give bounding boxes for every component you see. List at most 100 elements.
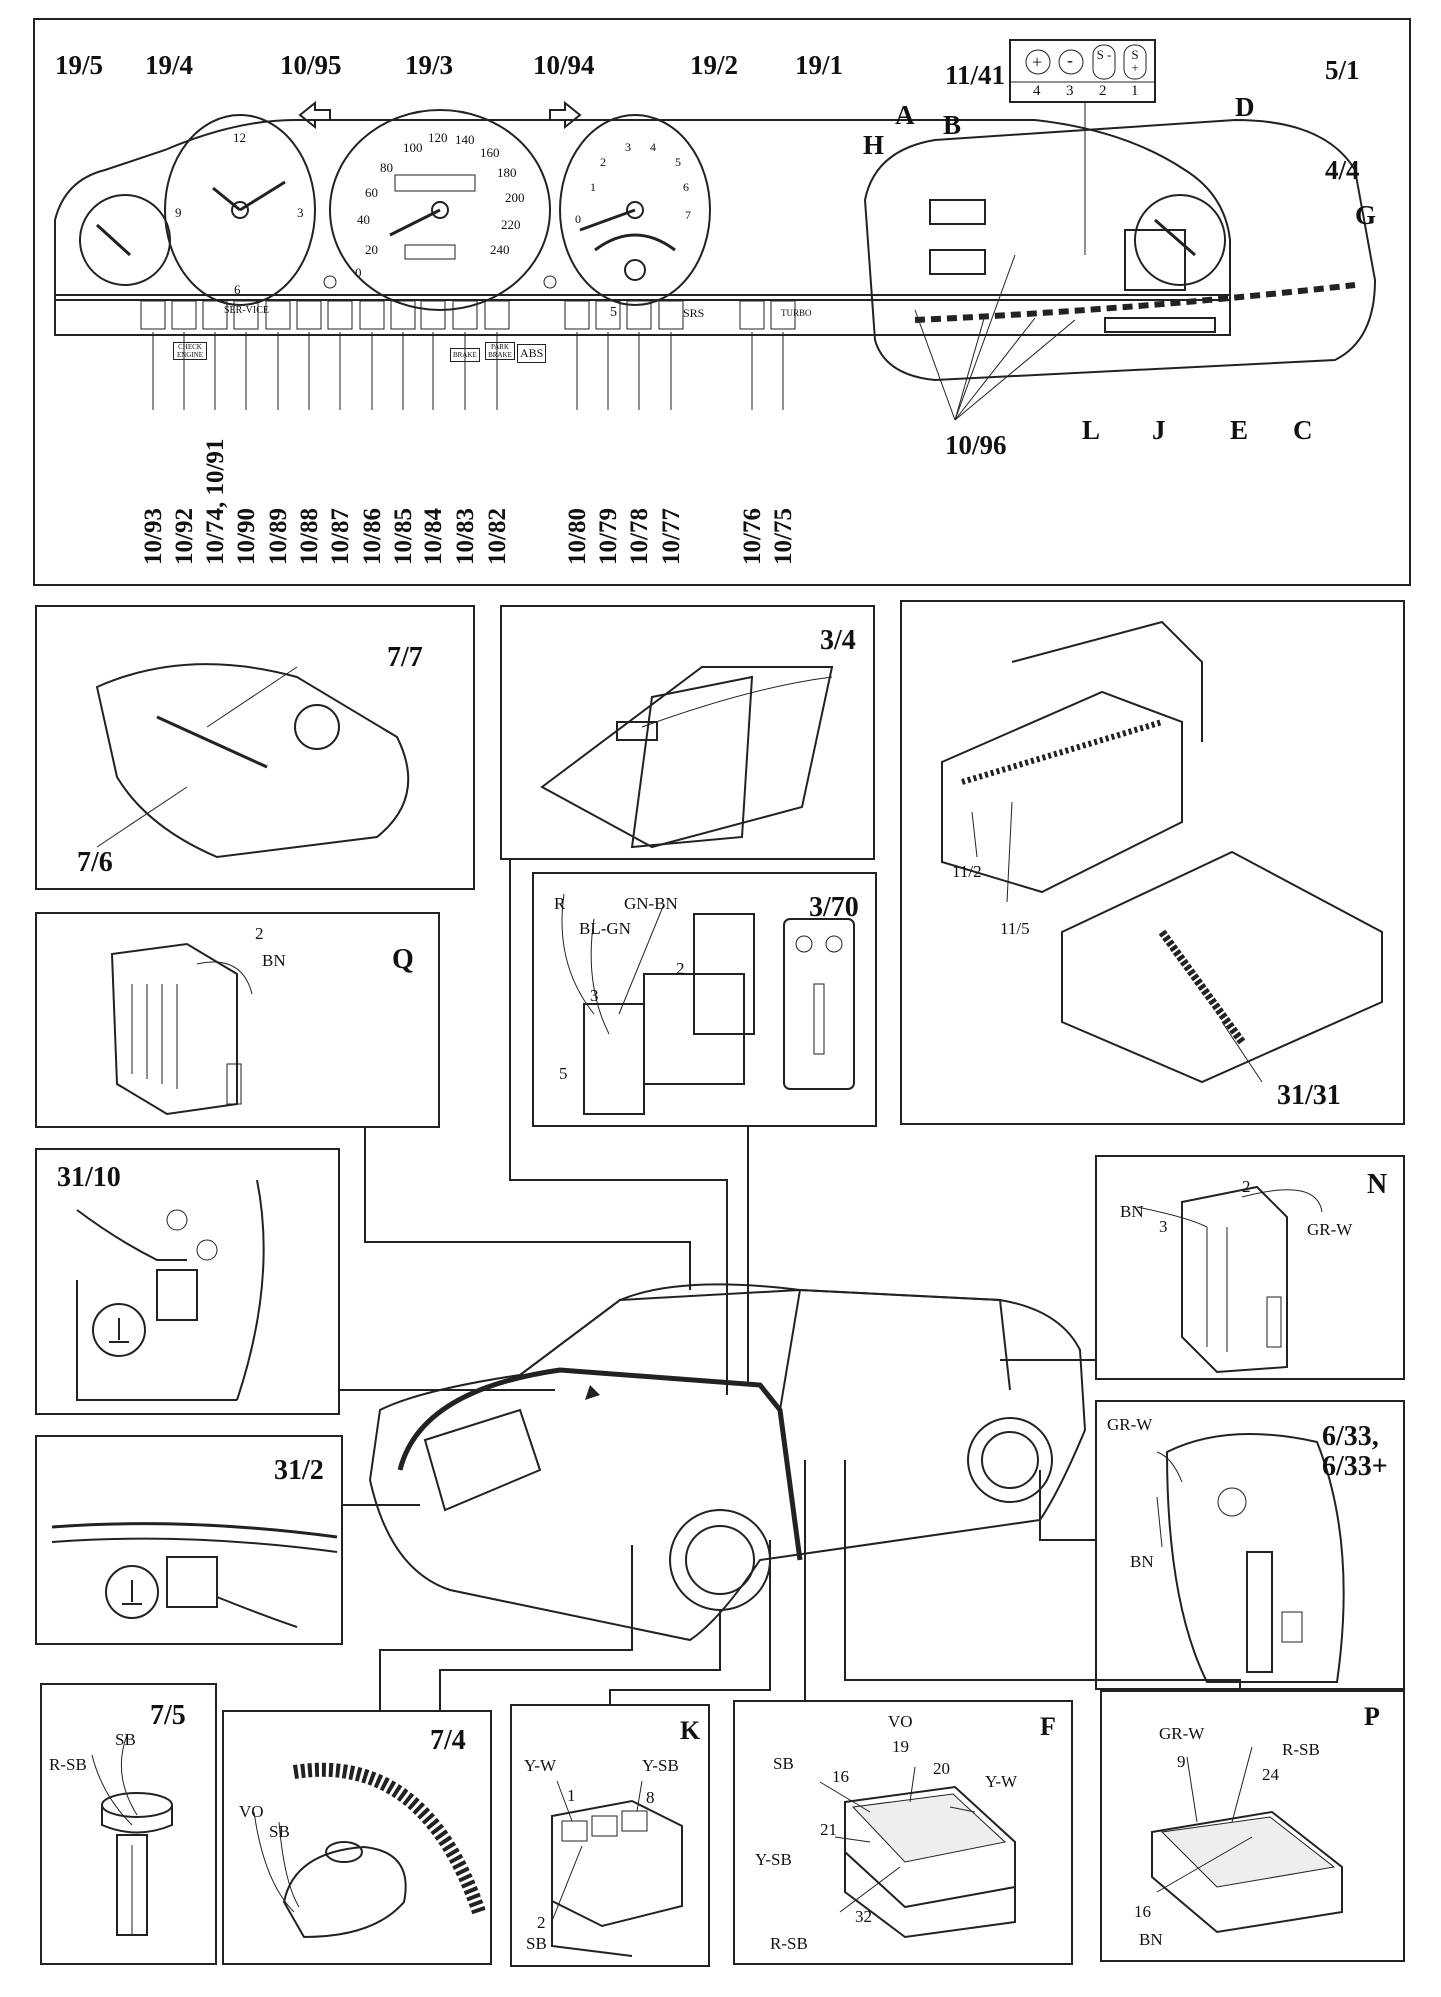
indicator-cell (770, 300, 796, 330)
gauge-tick-label: 6 (683, 180, 689, 194)
pin-19-label: 19 (892, 1737, 909, 1756)
gauge-tick-label: 6 (234, 282, 241, 297)
panel-7-6-label: 7/6 (77, 847, 113, 878)
wire-bn-label: BN (262, 951, 286, 970)
wire-y-sb-label: Y-SB (642, 1756, 679, 1775)
indicator-cell (595, 300, 621, 330)
gear-five-text: 5 (610, 305, 617, 320)
switch-minus-symbol: - (1067, 50, 1073, 70)
label-11-2: 11/2 (952, 862, 982, 881)
panel-31-10: 31/10 (35, 1148, 340, 1415)
panel-k: K Y-W Y-SB 1 8 2 SB (510, 1704, 710, 1967)
panel-7-5: 7/5 SB R-SB (40, 1683, 217, 1965)
indicator-label: 10/77 (658, 508, 685, 565)
gauge-label-19-3: 19/3 (405, 50, 454, 80)
wire-sb-label: SB (115, 1730, 136, 1749)
panel-31-31: 11/2 11/5 31/31 (900, 600, 1405, 1125)
wire-y-sb-label: Y-SB (755, 1850, 792, 1869)
indicator-label: 10/75 (770, 508, 797, 565)
switch-plus-symbol: + (1032, 52, 1043, 72)
wire-bn-label: BN (1130, 1552, 1154, 1571)
label-h: H (863, 130, 885, 160)
indicator-cell (265, 300, 291, 330)
wire-sb-label: SB (773, 1754, 794, 1773)
panel-31-2: 31/2 (35, 1435, 343, 1645)
panel-3-70: R GN-BN BL-GN 2 3 5 3/70 (532, 872, 877, 1127)
abs-icon-text: ABS (517, 344, 547, 363)
panel-n: 2 BN 3 GR-W N (1095, 1155, 1405, 1380)
indicator-cell (739, 300, 765, 330)
panel-7-7-title: 7/7 (387, 642, 423, 673)
check-engine-icon-text: CHECK ENGINE (173, 342, 207, 360)
label-l: L (1082, 415, 1101, 445)
gauge-tick-label: 180 (497, 165, 517, 180)
gauge-tick-label: 0 (355, 265, 362, 280)
wire-bn-label: BN (1139, 1930, 1163, 1949)
switch-pin-3: 3 (1066, 83, 1074, 99)
gauge-label-19-5: 19/5 (55, 50, 104, 80)
gauge-label-19-1: 19/1 (795, 50, 844, 80)
gauge-tick-label: 7 (685, 208, 691, 222)
label-d: D (1235, 92, 1255, 122)
pin-2-label: 2 (1242, 1177, 1251, 1196)
indicator-label: 10/89 (265, 508, 292, 565)
wire-gr-w-label: GR-W (1307, 1220, 1353, 1239)
gauge-label-10-95: 10/95 (280, 50, 342, 80)
gauge-label-10-94: 10/94 (533, 50, 595, 80)
pin-8-label: 8 (646, 1788, 655, 1807)
gauge-tick-label: 3 (297, 205, 304, 220)
wire-bl-gn-label: BL-GN (579, 919, 631, 938)
pin-16-label: 16 (832, 1767, 849, 1786)
gauge-tick-label: 120 (428, 130, 448, 145)
pin-5-label: 5 (559, 1064, 568, 1083)
panel-f: F VO 19 SB 16 20 Y-W 21 Y-SB 32 R-SB (733, 1700, 1073, 1965)
panel-31-10-title: 31/10 (57, 1162, 121, 1193)
wire-bn-label: BN (1120, 1202, 1144, 1221)
panel-q: 2 BN Q (35, 912, 440, 1128)
switch-pin-2: 2 (1099, 83, 1107, 99)
switch-s-minus-symbol: S - (1096, 47, 1112, 62)
wire-y-w-label: Y-W (985, 1772, 1018, 1791)
panel-3-4-title: 3/4 (820, 625, 856, 656)
wire-vo-label: VO (888, 1712, 913, 1731)
gauge-tick-label: 9 (175, 205, 182, 220)
indicator-label: 10/74, 10/91 (202, 438, 229, 565)
wire-r-sb-label: R-SB (49, 1755, 87, 1774)
indicator-cell (140, 300, 166, 330)
indicator-cell (658, 300, 684, 330)
panel-p-title: P (1364, 1702, 1380, 1731)
label-11-5: 11/5 (1000, 919, 1030, 938)
panel-7-4: 7/4 VO SB (222, 1710, 492, 1965)
indicator-cell (452, 300, 478, 330)
label-a: A (895, 100, 915, 130)
gauge-tick-label: 80 (380, 160, 393, 175)
gauge-tick-label: 220 (501, 217, 521, 232)
gauge-tick-label: 40 (357, 212, 370, 227)
indicator-label: 10/79 (595, 508, 622, 565)
indicator-cell (202, 300, 228, 330)
pin-2-label: 2 (255, 924, 264, 943)
indicator-label: 10/93 (140, 508, 167, 565)
wire-r-sb-label: R-SB (1282, 1740, 1320, 1759)
indicator-label: 10/80 (564, 508, 591, 565)
srs-text: SRS (683, 306, 705, 320)
gauge-tick-label: 20 (365, 242, 378, 257)
panel-n-title: N (1367, 1169, 1388, 1200)
indicator-label: 10/86 (359, 508, 386, 565)
wire-vo-label: VO (239, 1802, 264, 1821)
label-11-41: 11/41 (945, 60, 1006, 90)
indicator-label: 10/76 (739, 508, 766, 565)
gauge-label-19-4: 19/4 (145, 50, 194, 80)
gauge-tick-label: 200 (505, 190, 525, 205)
wire-sb-label: SB (269, 1822, 290, 1841)
brake-icon-text: BRAKE (450, 348, 480, 362)
label-j: J (1152, 415, 1166, 445)
indicator-cell (359, 300, 385, 330)
gauge-tick-label: 0 (575, 212, 581, 226)
gauge-tick-label: 160 (480, 145, 500, 160)
gauge-tick-label: 140 (455, 132, 475, 147)
wire-r-label: R (554, 894, 566, 913)
pin-9-label: 9 (1177, 1752, 1186, 1771)
panel-6-33-title: 6/33, 6/33+ (1322, 1421, 1388, 1482)
